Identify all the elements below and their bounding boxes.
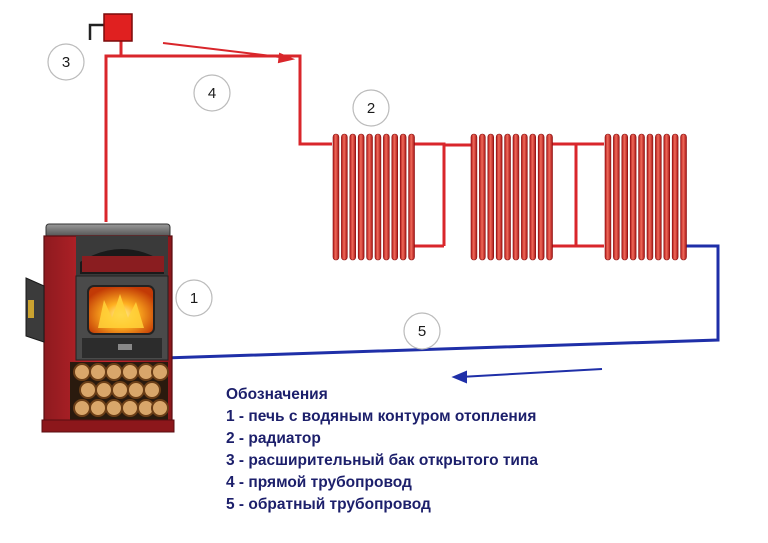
- radiator-fin: [604, 133, 612, 261]
- radiator-fin: [495, 133, 503, 261]
- svg-text:3: 3: [62, 54, 70, 71]
- legend-item-5: 5 - обратный трубопровод: [226, 496, 431, 513]
- radiator-fin: [341, 133, 348, 261]
- log: [79, 381, 97, 399]
- log: [105, 399, 123, 417]
- stove: [25, 223, 175, 433]
- expansion-tank: [88, 13, 133, 42]
- radiator-fin: [638, 133, 645, 261]
- return-arrow: [451, 368, 603, 384]
- log: [73, 363, 91, 381]
- legend-item-3: 3 - расширительный бак открытого типа: [226, 452, 538, 469]
- radiator-fin: [537, 133, 545, 261]
- radiator-fin: [383, 133, 390, 261]
- radiator-fin: [663, 133, 670, 261]
- radiator-fin: [621, 133, 628, 261]
- legend-item-4: 4 - прямой трубопровод: [226, 474, 412, 491]
- radiator-2: [470, 133, 553, 261]
- radiator-fin: [332, 133, 340, 261]
- radiator-fin: [470, 133, 478, 261]
- log: [121, 399, 139, 417]
- svg-text:5: 5: [418, 323, 426, 340]
- radiator-fin: [655, 133, 662, 261]
- radiator-fin: [529, 133, 536, 261]
- label-stove: 1: [175, 279, 213, 317]
- radiator-fin: [629, 133, 637, 261]
- label-radiator: 2: [352, 89, 390, 127]
- log: [89, 399, 107, 417]
- radiator-fin: [408, 133, 415, 261]
- legend-item-2: 2 - радиатор: [226, 430, 321, 447]
- radiator-fin: [349, 133, 356, 261]
- legend: Обозначения 1 - печь с водяным контуром …: [226, 384, 538, 516]
- log: [89, 363, 107, 381]
- radiator-fin: [613, 133, 620, 261]
- log: [127, 381, 145, 399]
- radiator-fin: [680, 133, 687, 261]
- return-pipe: [163, 244, 720, 360]
- log: [151, 399, 169, 417]
- label-supply: 4: [193, 74, 231, 112]
- label-return: 5: [403, 312, 441, 350]
- radiator-fin: [521, 133, 528, 261]
- log: [151, 363, 169, 381]
- log: [121, 363, 139, 381]
- supply-arrow: [162, 42, 296, 64]
- svg-text:2: 2: [367, 100, 375, 117]
- radiator-fin: [512, 133, 520, 261]
- radiator-fin: [366, 133, 373, 261]
- radiator-fin: [374, 133, 382, 261]
- log: [105, 363, 123, 381]
- radiator-fin: [391, 133, 398, 261]
- label-tank: 3: [47, 43, 85, 81]
- radiator-fin: [646, 133, 654, 261]
- radiator-fin: [504, 133, 511, 261]
- log: [73, 399, 91, 417]
- svg-text:1: 1: [190, 290, 198, 307]
- radiator-fin: [399, 133, 407, 261]
- legend-item-1: 1 - печь с водяным контуром отопления: [226, 408, 537, 425]
- svg-text:4: 4: [208, 85, 216, 102]
- legend-title: Обозначения: [226, 386, 328, 403]
- radiator-fin: [671, 133, 679, 261]
- radiator-fin: [479, 133, 486, 261]
- radiator-fin: [487, 133, 494, 261]
- log: [111, 381, 129, 399]
- log: [143, 381, 161, 399]
- log: [95, 381, 113, 399]
- radiator-fin: [546, 133, 553, 261]
- radiator-1: [332, 133, 415, 261]
- radiator-fin: [357, 133, 365, 261]
- radiator-3: [604, 133, 687, 261]
- supply-pipe: [104, 40, 604, 248]
